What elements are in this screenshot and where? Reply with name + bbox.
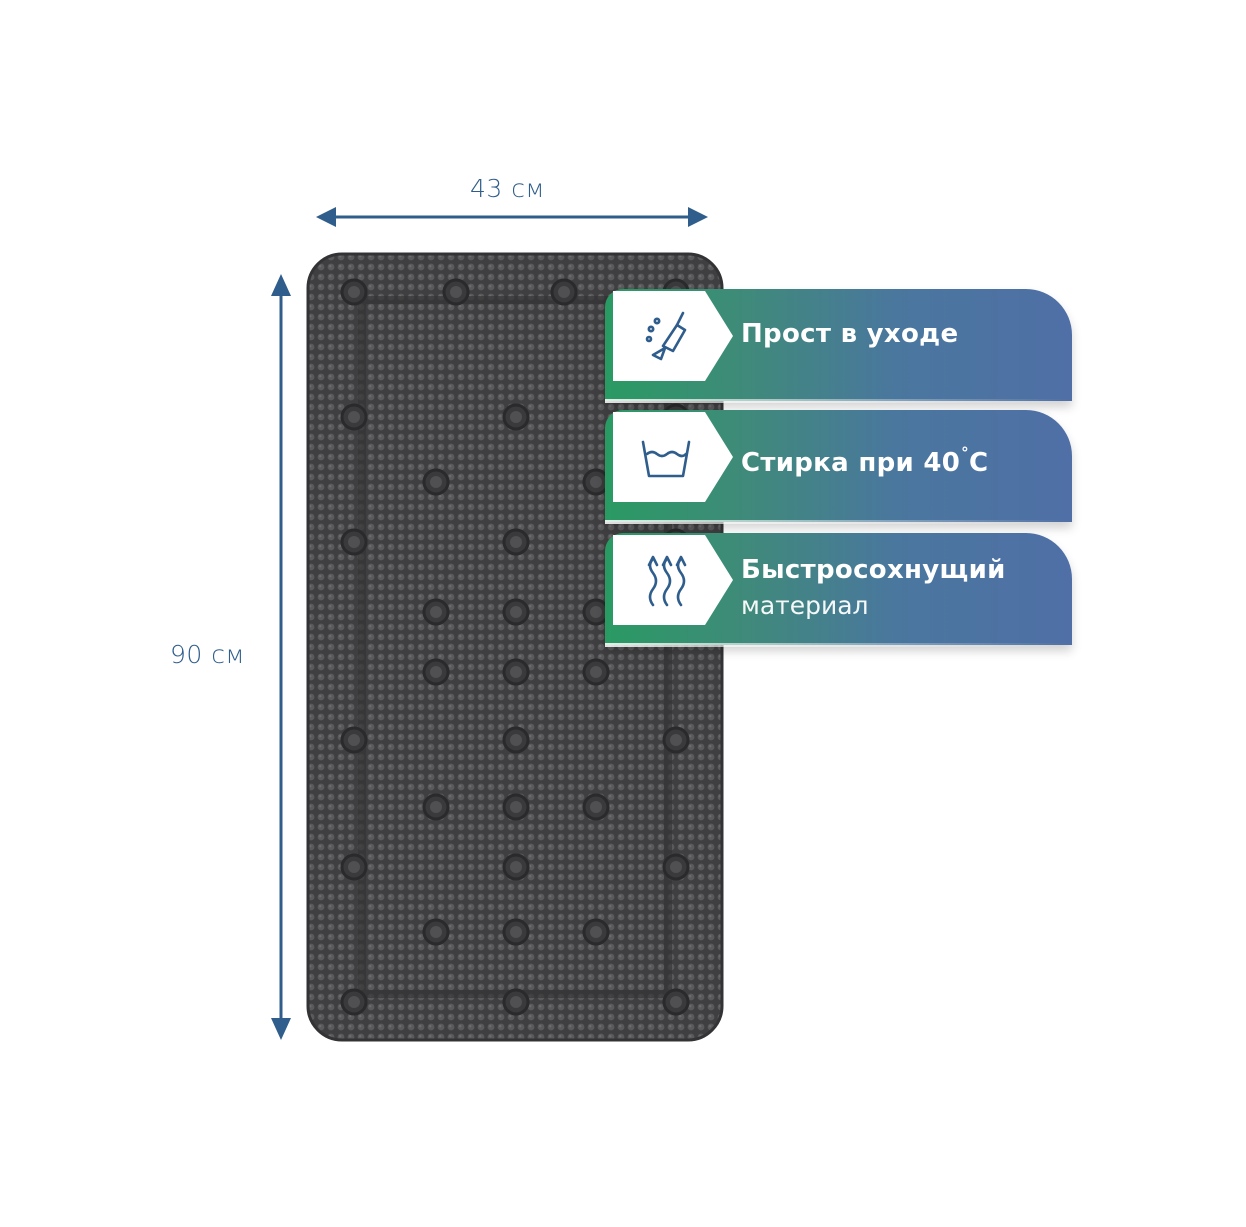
degree-symbol: ° bbox=[961, 444, 969, 462]
feature-subtitle: материал bbox=[741, 591, 869, 620]
suction-cup-center bbox=[670, 861, 682, 873]
suction-cup-center bbox=[450, 286, 462, 298]
feature-icon-tile bbox=[605, 291, 733, 381]
feature-icon-tile bbox=[605, 535, 733, 625]
suction-cup-center bbox=[670, 996, 682, 1008]
suction-cup-center bbox=[510, 996, 522, 1008]
suction-cup-center bbox=[348, 861, 360, 873]
suction-cup-center bbox=[590, 606, 602, 618]
suction-cup-center bbox=[510, 606, 522, 618]
suction-cup-center bbox=[510, 861, 522, 873]
height-label: 90 см bbox=[170, 640, 245, 669]
suction-cup-center bbox=[348, 536, 360, 548]
feature-title: Быстросохнущий bbox=[741, 555, 1006, 585]
width-arrow-left-head bbox=[316, 207, 336, 227]
suction-cup-center bbox=[510, 801, 522, 813]
suction-cup-center bbox=[510, 734, 522, 746]
suction-cup-center bbox=[510, 926, 522, 938]
suction-cup-center bbox=[510, 536, 522, 548]
suction-cup-center bbox=[430, 606, 442, 618]
feature-icon-tile bbox=[605, 412, 733, 502]
suction-cup-center bbox=[590, 476, 602, 488]
feature-fast-drying: Быстросохнущий материал bbox=[605, 533, 1072, 647]
suction-cup-center bbox=[430, 801, 442, 813]
suction-cup-center bbox=[348, 411, 360, 423]
suction-cup-center bbox=[430, 476, 442, 488]
suction-cup-center bbox=[590, 801, 602, 813]
width-arrow-right-head bbox=[688, 207, 708, 227]
suction-cup-center bbox=[430, 926, 442, 938]
broom-cleaning-icon bbox=[613, 291, 733, 381]
suction-cup-center bbox=[558, 286, 570, 298]
suction-cup-center bbox=[510, 666, 522, 678]
feature-title: Прост в уходе bbox=[741, 319, 959, 349]
height-arrow-top-head bbox=[271, 274, 291, 296]
suction-cup-center bbox=[590, 666, 602, 678]
washing-40-icon bbox=[613, 412, 733, 502]
suction-cup-center bbox=[430, 666, 442, 678]
suction-cup-center bbox=[348, 996, 360, 1008]
suction-cup-center bbox=[348, 286, 360, 298]
suction-cup-center bbox=[348, 734, 360, 746]
suction-cup-center bbox=[510, 411, 522, 423]
suction-cup-center bbox=[670, 734, 682, 746]
fast-drying-icon bbox=[613, 535, 733, 625]
feature-title-main: Стирка при 40 bbox=[741, 448, 961, 478]
height-arrow-bottom-head bbox=[271, 1018, 291, 1040]
suction-cup-center bbox=[590, 926, 602, 938]
feature-wash-40: Стирка при 40°C bbox=[605, 410, 1072, 524]
width-label: 43 см bbox=[470, 174, 545, 203]
feature-easy-care: Прост в уходе bbox=[605, 289, 1072, 403]
feature-title-unit: C bbox=[968, 448, 989, 478]
